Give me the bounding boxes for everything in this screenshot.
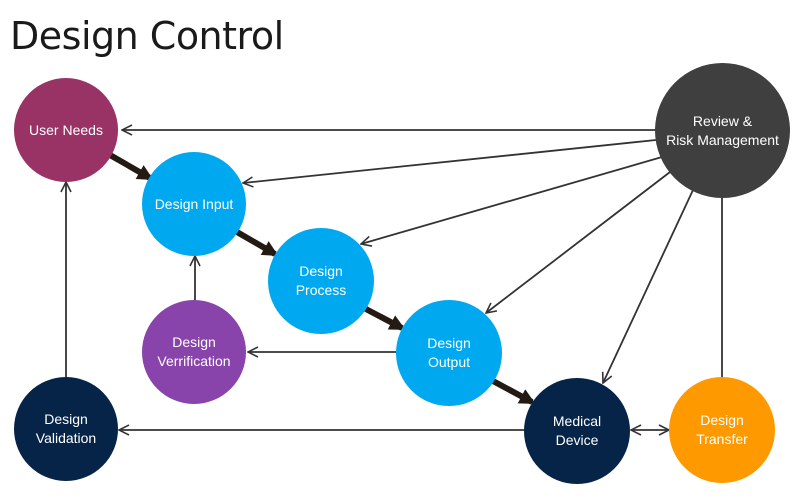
node-user-needs-label: User Needs [29,121,103,138]
node-user-needs[interactable]: User Needs [14,78,118,182]
node-design-transfer-label-2: Transfer [696,431,748,447]
arrow-review-to-design-output [486,171,671,313]
node-design-verification-label-1: Design [172,334,216,350]
node-review-label-2: Risk Management [666,131,779,148]
node-design-validation-label-1: Design [44,411,88,427]
node-medical-device-label-1: Medical [552,413,602,429]
node-design-process-label-1: Design [299,263,343,279]
node-design-transfer-label-1: Design [700,412,744,428]
node-review-label-1: Review & [692,112,753,129]
arrow-review-to-medical-device [603,189,694,383]
node-design-input-label: Design Input [154,195,234,212]
node-medical-device-label-2: Device [555,432,599,448]
node-design-verification-label-2: Verrification [157,353,231,369]
node-design-process-label-2: Process [295,282,347,298]
page-title: Design Control [10,14,284,58]
node-design-output-label-2: Output [427,354,471,370]
arrow-user-needs-to-design-input [108,152,154,181]
node-design-validation[interactable]: Design Validation [14,377,118,481]
node-design-input[interactable]: Design Input [142,152,246,256]
node-design-output-label-1: Design [427,335,471,351]
node-design-output[interactable]: Design Output [396,300,502,406]
node-design-process[interactable]: Design Process [268,228,374,334]
node-review-risk-management[interactable]: Review & Risk Management [655,63,790,198]
arrow-design-input-to-design-process [235,229,279,257]
arrow-review-to-design-process [361,156,663,244]
arrow-design-output-to-medical-device [491,378,536,405]
node-design-verification[interactable]: Design Verrification [142,300,246,404]
node-medical-device[interactable]: Medical Device [524,378,630,484]
arrow-design-process-to-design-output [362,305,406,331]
arrow-review-to-design-input [243,139,657,183]
node-design-validation-label-2: Validation [35,430,97,446]
node-design-transfer[interactable]: Design Transfer [669,377,775,483]
